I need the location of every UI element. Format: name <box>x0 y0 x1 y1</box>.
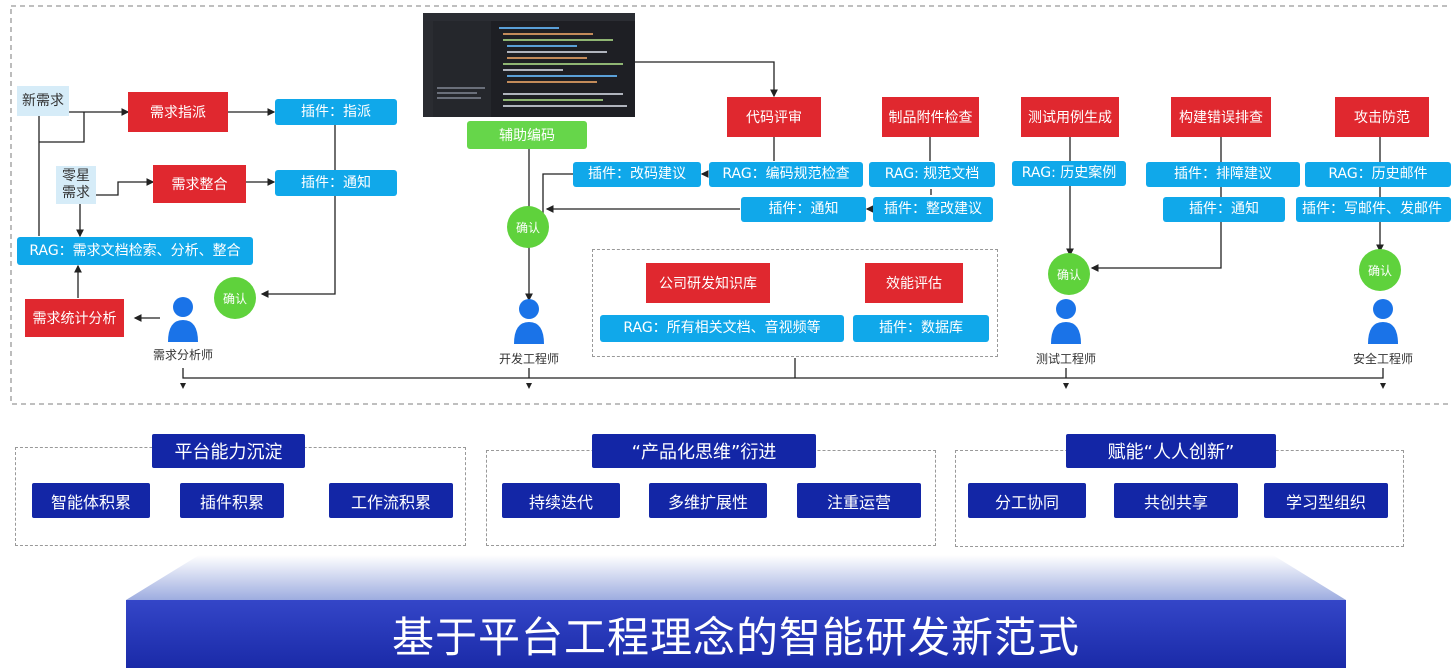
kb-box: 公司研发知识库 <box>646 263 770 303</box>
plugin-notify-test-box: 插件：通知 <box>1163 197 1285 222</box>
capability-item: 插件积累 <box>180 483 284 518</box>
plugin-db-box: 插件：数据库 <box>853 315 989 342</box>
code-review-box: 代码评审 <box>727 97 821 137</box>
role-label-security: 安全工程师 <box>1352 352 1413 366</box>
confirm-circle-security: 确认 <box>1359 249 1401 291</box>
person-icon <box>514 298 544 344</box>
new-demand-note: 新需求 <box>17 86 69 116</box>
empower-title: 赋能“人人创新” <box>1066 434 1276 468</box>
plugin-fix-suggest-box: 插件：整改建议 <box>873 197 993 222</box>
platform-capability-title: 平台能力沉淀 <box>152 434 305 468</box>
role-label-analyst: 需求分析师 <box>152 348 213 362</box>
confirm-circle-test: 确认 <box>1048 253 1090 295</box>
plugin-assign-box: 插件：指派 <box>275 99 397 125</box>
person-icon <box>1051 298 1081 344</box>
rag-docs-box: RAG：需求文档检索、分析、整合 <box>17 237 253 265</box>
integrate-box: 需求整合 <box>153 165 246 203</box>
empower-item: 学习型组织 <box>1264 483 1388 518</box>
product-item: 多维扩展性 <box>649 483 767 518</box>
role-label-tester: 测试工程师 <box>1035 352 1096 366</box>
knowledge-group <box>592 249 998 357</box>
assist-coding-box: 辅助编码 <box>467 121 587 149</box>
plugin-troubleshoot-box: 插件：排障建议 <box>1146 162 1300 187</box>
rag-history-cases-box: RAG: 历史案例 <box>1012 161 1126 186</box>
empower-item: 共创共享 <box>1114 483 1238 518</box>
rag-history-mail-box: RAG：历史邮件 <box>1305 162 1451 187</box>
product-item: 持续迭代 <box>502 483 620 518</box>
plugin-notify-box: 插件：通知 <box>275 170 397 196</box>
assign-box: 需求指派 <box>128 92 228 132</box>
rag-code-check-box: RAG：编码规范检查 <box>709 162 863 187</box>
product-thinking-title: “产品化思维”衍进 <box>592 434 816 468</box>
banner-shadow <box>126 555 1346 600</box>
rag-all-docs-box: RAG：所有相关文档、音视频等 <box>600 315 844 342</box>
stats-box: 需求统计分析 <box>25 299 124 337</box>
case-gen-box: 测试用例生成 <box>1021 97 1119 137</box>
confirm-circle-req: 确认 <box>214 277 256 319</box>
person-icon <box>168 296 198 342</box>
build-error-box: 构建错误排查 <box>1171 97 1271 137</box>
plugin-notify-dev-box: 插件：通知 <box>741 197 866 222</box>
artifact-check-box: 制品附件检查 <box>882 97 979 137</box>
capability-item: 智能体积累 <box>32 483 150 518</box>
code-editor-thumbnail <box>423 13 635 117</box>
rag-spec-docs-box: RAG: 规范文档 <box>869 162 995 187</box>
product-item: 注重运营 <box>797 483 921 518</box>
confirm-circle-dev: 确认 <box>507 206 549 248</box>
plugin-mail-box: 插件：写邮件、发邮件 <box>1296 197 1451 222</box>
person-icon <box>1368 298 1398 344</box>
plugin-code-suggest-box: 插件：改码建议 <box>573 162 701 187</box>
role-label-developer: 开发工程师 <box>498 352 559 366</box>
empower-item: 分工协同 <box>968 483 1086 518</box>
sporadic-demand-note: 零星 需求 <box>56 166 96 204</box>
capability-item: 工作流积累 <box>329 483 453 518</box>
page-title-banner: 基于平台工程理念的智能研发新范式 <box>126 600 1346 668</box>
attack-defense-box: 攻击防范 <box>1335 97 1429 137</box>
perf-eval-box: 效能评估 <box>865 263 963 303</box>
